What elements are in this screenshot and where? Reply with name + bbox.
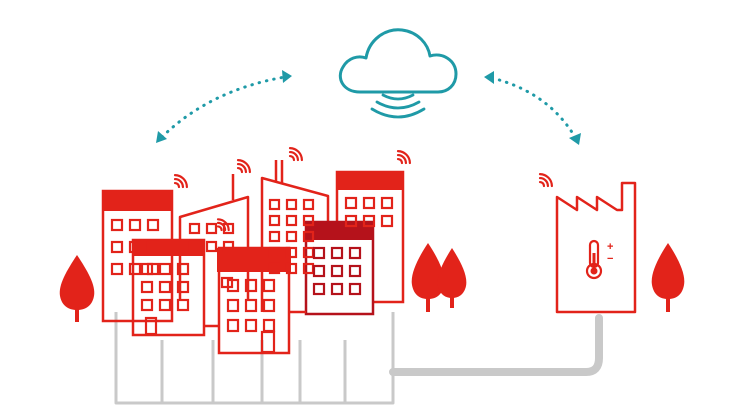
window bbox=[285, 230, 298, 243]
window bbox=[344, 214, 358, 228]
window bbox=[285, 262, 298, 275]
window bbox=[380, 196, 394, 210]
window bbox=[110, 218, 124, 232]
window bbox=[176, 280, 190, 294]
window bbox=[285, 214, 298, 227]
window bbox=[362, 214, 376, 228]
window bbox=[262, 318, 276, 333]
window bbox=[205, 240, 218, 253]
window bbox=[244, 318, 258, 333]
window bbox=[268, 262, 281, 275]
window bbox=[348, 246, 362, 260]
window bbox=[330, 282, 344, 296]
minus-symbol: − bbox=[607, 253, 613, 265]
wifi-signal-icon bbox=[538, 173, 553, 188]
wifi-signal-icon bbox=[288, 147, 303, 162]
window bbox=[268, 198, 281, 211]
arrow-cloud-factory bbox=[484, 71, 581, 145]
wifi-signal-icons bbox=[173, 147, 553, 232]
tree-icon-left bbox=[59, 255, 95, 322]
wifi-signal-icon bbox=[216, 218, 230, 232]
thermometer-icon bbox=[585, 239, 603, 280]
apartment-building-icon-7 bbox=[304, 220, 375, 316]
window bbox=[140, 298, 154, 312]
window bbox=[302, 214, 315, 227]
window bbox=[188, 240, 201, 253]
window bbox=[244, 298, 258, 313]
window bbox=[146, 218, 160, 232]
window bbox=[268, 214, 281, 227]
window bbox=[128, 262, 142, 276]
arrow-city-cloud bbox=[156, 70, 292, 143]
window bbox=[244, 278, 258, 293]
window bbox=[226, 298, 240, 313]
plus-symbol: + bbox=[607, 241, 613, 253]
window bbox=[188, 222, 201, 235]
cloud-wifi-signal-icon bbox=[370, 93, 426, 119]
window bbox=[348, 264, 362, 278]
building-windows-layer bbox=[110, 196, 394, 333]
tree-icon-right bbox=[651, 243, 685, 312]
window bbox=[362, 196, 376, 210]
window bbox=[312, 246, 326, 260]
window bbox=[285, 246, 298, 259]
window bbox=[128, 218, 142, 232]
wifi-signal-icon bbox=[396, 150, 411, 165]
thermostat-plus-minus: + − bbox=[607, 241, 613, 265]
window bbox=[140, 280, 154, 294]
window bbox=[330, 246, 344, 260]
window bbox=[268, 230, 281, 243]
window bbox=[312, 282, 326, 296]
window bbox=[158, 262, 172, 276]
window bbox=[128, 240, 142, 254]
window bbox=[262, 278, 276, 293]
window bbox=[140, 262, 154, 276]
window bbox=[110, 240, 124, 254]
window bbox=[302, 230, 315, 243]
window bbox=[262, 298, 276, 313]
cloud-icon bbox=[338, 28, 458, 94]
window bbox=[302, 198, 315, 211]
window bbox=[348, 282, 362, 296]
window bbox=[312, 264, 326, 278]
window bbox=[110, 262, 124, 276]
window bbox=[222, 240, 235, 253]
window bbox=[176, 298, 190, 312]
window bbox=[158, 298, 172, 312]
building-doors bbox=[144, 276, 276, 354]
window bbox=[330, 264, 344, 278]
window bbox=[344, 196, 358, 210]
factory-icon: + − bbox=[555, 181, 637, 314]
tree-icon-middle-b bbox=[437, 248, 467, 308]
window bbox=[146, 240, 160, 254]
window bbox=[205, 222, 218, 235]
wifi-signal-icon bbox=[173, 174, 188, 189]
tree-icon-middle-a bbox=[411, 243, 445, 312]
window bbox=[268, 246, 281, 259]
heat-network-pipes bbox=[114, 312, 603, 405]
wifi-signal-icon bbox=[236, 159, 251, 174]
window bbox=[226, 318, 240, 333]
window bbox=[285, 198, 298, 211]
window bbox=[380, 214, 394, 228]
window bbox=[176, 262, 190, 276]
window bbox=[158, 280, 172, 294]
